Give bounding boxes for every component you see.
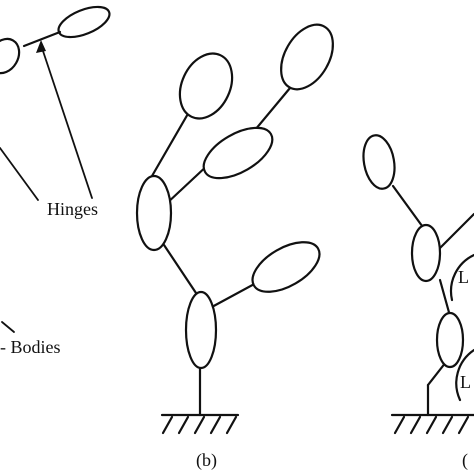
body-a-left bbox=[0, 37, 21, 75]
body-b-top bbox=[178, 52, 234, 120]
ground-hatch-c bbox=[393, 415, 470, 435]
hinge-arrow-line bbox=[41, 47, 93, 199]
link-b-mid-to-top bbox=[150, 110, 191, 178]
link-c-branch bbox=[438, 212, 474, 250]
body-b-mid bbox=[135, 174, 173, 252]
body-b-lower-branch bbox=[251, 241, 321, 293]
link-c-ground bbox=[426, 360, 448, 387]
hinges-label: Hinges bbox=[47, 199, 98, 219]
link-label-2: L bbox=[460, 372, 471, 392]
link-arc-1 bbox=[449, 253, 474, 302]
link-a-top bbox=[22, 30, 62, 48]
link-b-mid-branch bbox=[163, 161, 212, 207]
panel-c-label-partial: ( bbox=[462, 450, 468, 471]
body-b-upper-branch bbox=[280, 23, 334, 91]
link-c-upper bbox=[391, 184, 427, 232]
link-b-lower-to-mid bbox=[162, 243, 200, 298]
panel-b-label: (b) bbox=[196, 450, 217, 471]
body-c-mid bbox=[410, 223, 442, 283]
bodies-leader bbox=[1, 321, 15, 333]
link-arc-2 bbox=[455, 348, 474, 402]
hinge-leader-left bbox=[0, 147, 39, 201]
link-c-mid bbox=[438, 278, 452, 318]
link-b-upper-branch bbox=[253, 86, 292, 132]
bodies-label: - Bodies bbox=[0, 337, 61, 357]
ground-hatch-b bbox=[161, 415, 238, 435]
body-c-lower bbox=[435, 311, 465, 369]
body-c-top bbox=[362, 134, 396, 190]
body-b-mid-branch bbox=[202, 126, 274, 180]
link-b-lower-branch bbox=[208, 280, 260, 310]
panel-c: L L ( bbox=[362, 134, 474, 471]
body-a-top bbox=[57, 5, 111, 39]
panel-b: (b) bbox=[135, 23, 334, 471]
panel-a: Hinges - Bodies bbox=[0, 5, 111, 357]
link-label-1: L bbox=[458, 267, 469, 287]
hinge-arrow-head bbox=[36, 40, 46, 53]
body-b-lower bbox=[184, 290, 218, 370]
